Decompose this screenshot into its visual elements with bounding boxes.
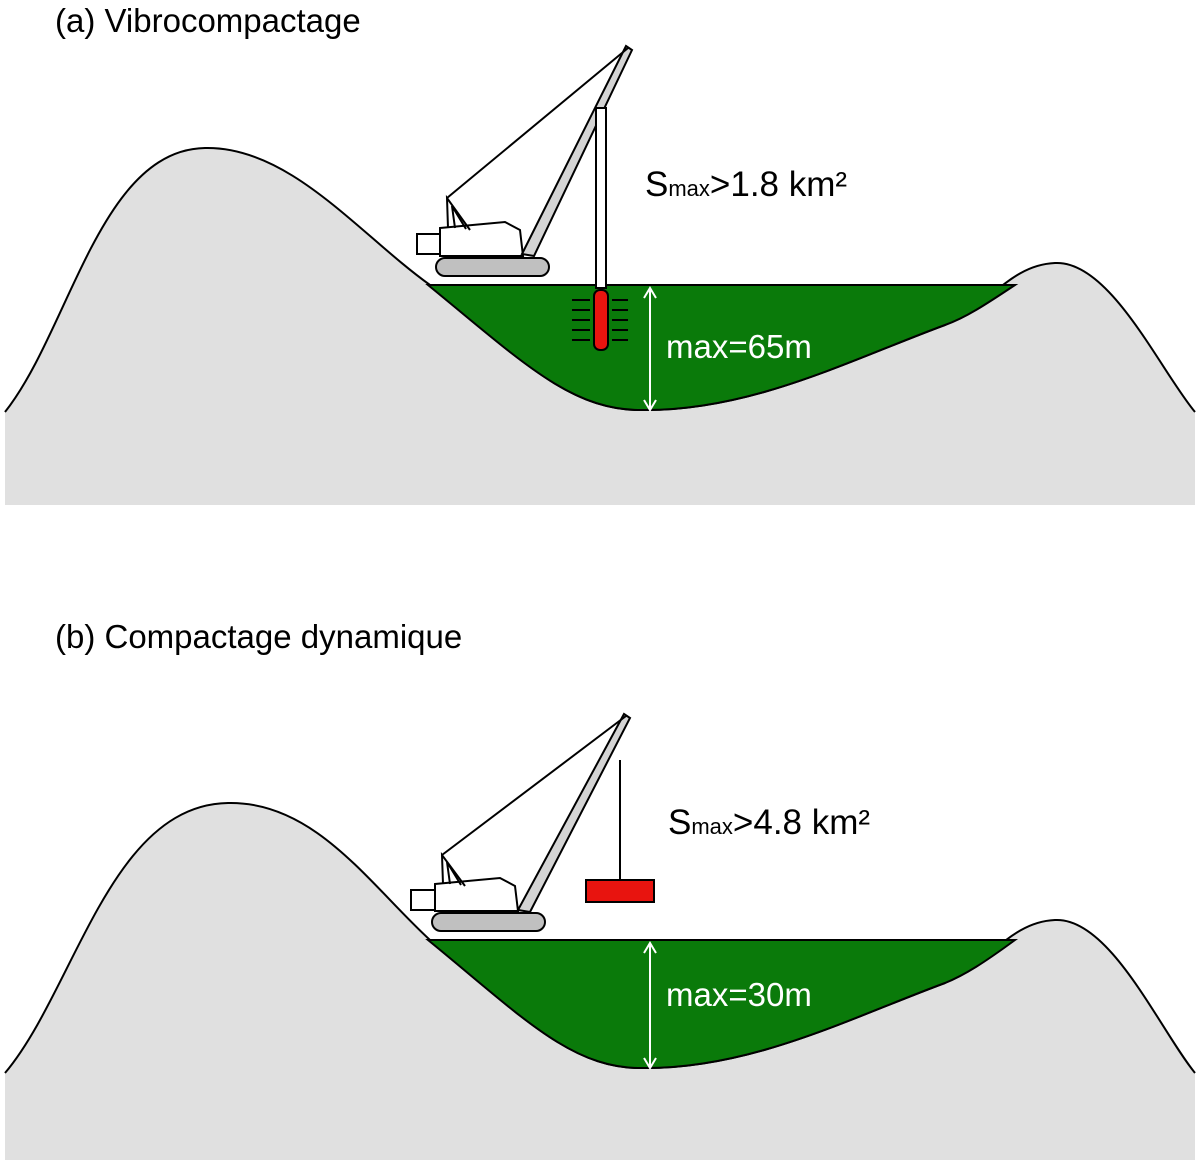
crane-counterweight-a <box>416 233 442 255</box>
depth-label-b: max=30m <box>666 976 812 1013</box>
crane-track-b <box>431 912 546 932</box>
area-label-a: Smax>1.8 km² <box>645 165 847 204</box>
panel-b-title: (b) Compactage dynamique <box>55 618 462 655</box>
leader-mast-a <box>595 107 607 289</box>
crane-boom-a <box>520 44 634 258</box>
panel-a-title: (a) Vibrocompactage <box>55 2 361 39</box>
panel-b: (b) Compactage dynamique Smax>4.8 km² <box>4 618 1196 1160</box>
panel-a: (a) Vibrocompactage <box>4 2 1196 505</box>
vibroprobe <box>593 289 609 351</box>
area-label-b: Smax>4.8 km² <box>668 803 870 842</box>
crane-counterweight-b <box>410 889 436 911</box>
crane-boom-b <box>516 712 632 914</box>
depth-arrow-b <box>643 941 657 1070</box>
crane-cab-b <box>434 876 520 912</box>
vibration-marks <box>572 299 628 341</box>
depth-arrow-a <box>643 286 657 412</box>
ground-profile-a <box>5 147 1195 505</box>
crane-b <box>410 712 655 932</box>
fill-zone-a <box>425 284 1019 412</box>
crane-a <box>416 44 634 351</box>
crane-track-a <box>435 257 550 277</box>
fill-zone-b <box>425 939 1019 1070</box>
depth-label-a: max=65m <box>666 328 812 365</box>
drop-weight <box>585 879 655 903</box>
ground-profile-b <box>5 802 1195 1160</box>
crane-cab-a <box>439 220 525 257</box>
